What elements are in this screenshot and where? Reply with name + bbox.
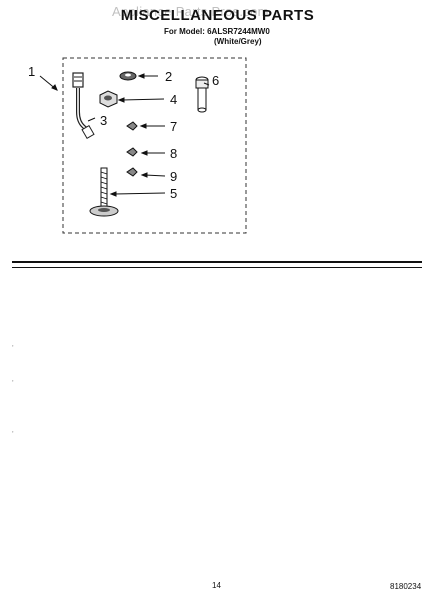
hose-part (72, 72, 95, 140)
model-info: For Model: 6ALSR7244MW0 (White/Grey) (164, 27, 270, 47)
foot-part (195, 76, 209, 113)
leader-4 (121, 98, 165, 101)
washer-part (119, 71, 137, 81)
variant-label: (White/Grey) (214, 37, 262, 46)
clip-part-8 (126, 147, 138, 157)
callout-6: 6 (212, 73, 219, 88)
callout-9: 9 (170, 169, 177, 184)
callout-3: 3 (100, 113, 107, 128)
callout-5: 5 (170, 186, 177, 201)
watermark: Appliance Parts Pros.com (112, 4, 269, 19)
callout-1: 1 (28, 64, 35, 79)
leader-3 (87, 117, 96, 122)
page-number: 14 (212, 581, 221, 590)
margin-mark: , (12, 377, 14, 383)
clip-part-9 (126, 167, 138, 177)
leader-9 (144, 174, 166, 177)
callout-4: 4 (170, 92, 177, 107)
model-line: For Model: 6ALSR7244MW0 (164, 27, 270, 36)
margin-mark: , (12, 342, 14, 348)
page-title: MISCELLANEOUS PARTS (120, 7, 315, 24)
leader-6 (203, 82, 210, 86)
callout-8: 8 (170, 146, 177, 161)
callout-2: 2 (165, 69, 172, 84)
rule-thick (12, 261, 422, 263)
document-number: 8180234 (390, 582, 422, 591)
clip-part-7 (126, 121, 138, 131)
nut-part (99, 90, 118, 108)
rule-thin (12, 267, 422, 268)
callout-7: 7 (170, 119, 177, 134)
diagram-frame (62, 57, 247, 234)
leader-5 (113, 192, 166, 195)
leveling-leg-part (89, 167, 119, 217)
margin-mark: , (12, 428, 14, 434)
